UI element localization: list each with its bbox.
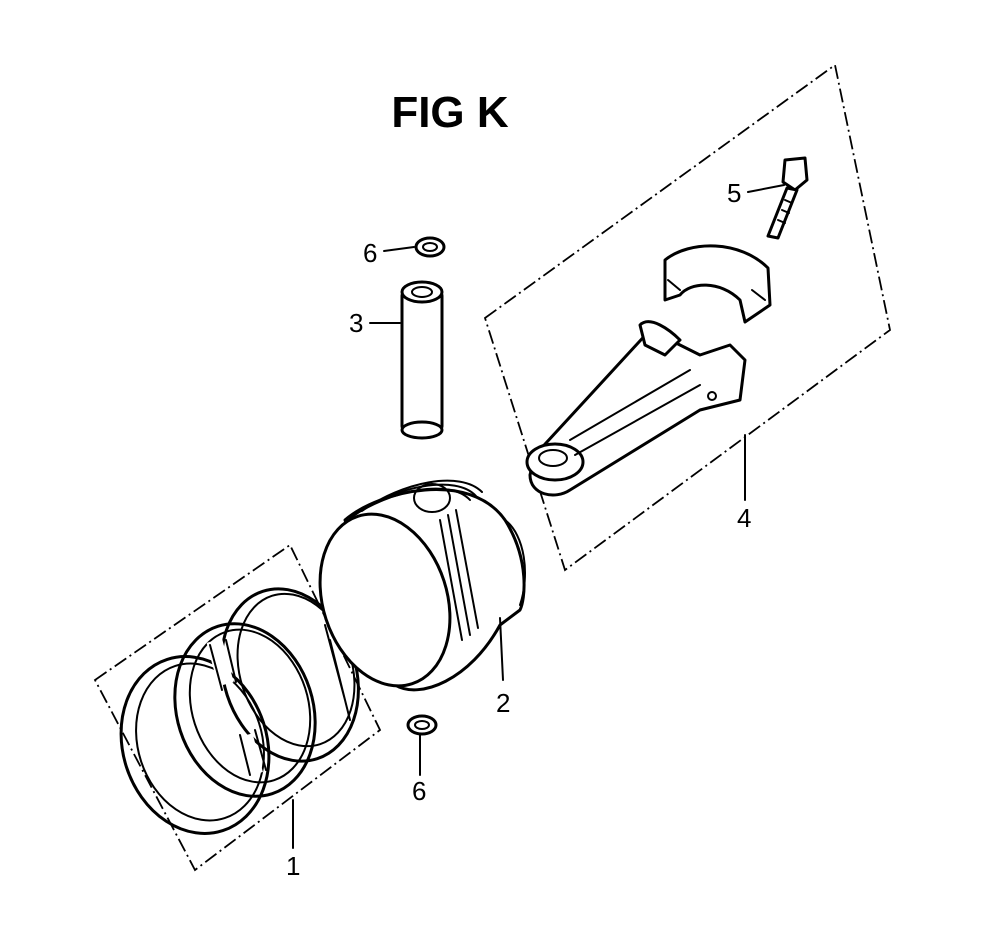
callout-part-3: 3 [349, 308, 363, 338]
connecting-rod-icon [525, 244, 772, 497]
callout-part-5: 5 [727, 178, 741, 208]
rings-group-box [93, 543, 382, 872]
callout-part-1: 1 [286, 851, 300, 881]
pin-clip-icon [406, 236, 446, 736]
rod-bolt-icon [766, 156, 809, 240]
leader-lines [292, 184, 785, 849]
piston-icon [318, 479, 526, 692]
callout-part-2: 2 [496, 688, 510, 718]
callout-part-4: 4 [737, 503, 751, 533]
callout-part-6-bottom: 6 [412, 776, 426, 806]
figure-title: FIG K [391, 88, 509, 137]
callout-part-6-top: 6 [363, 238, 377, 268]
piston-pin-icon [400, 280, 444, 440]
